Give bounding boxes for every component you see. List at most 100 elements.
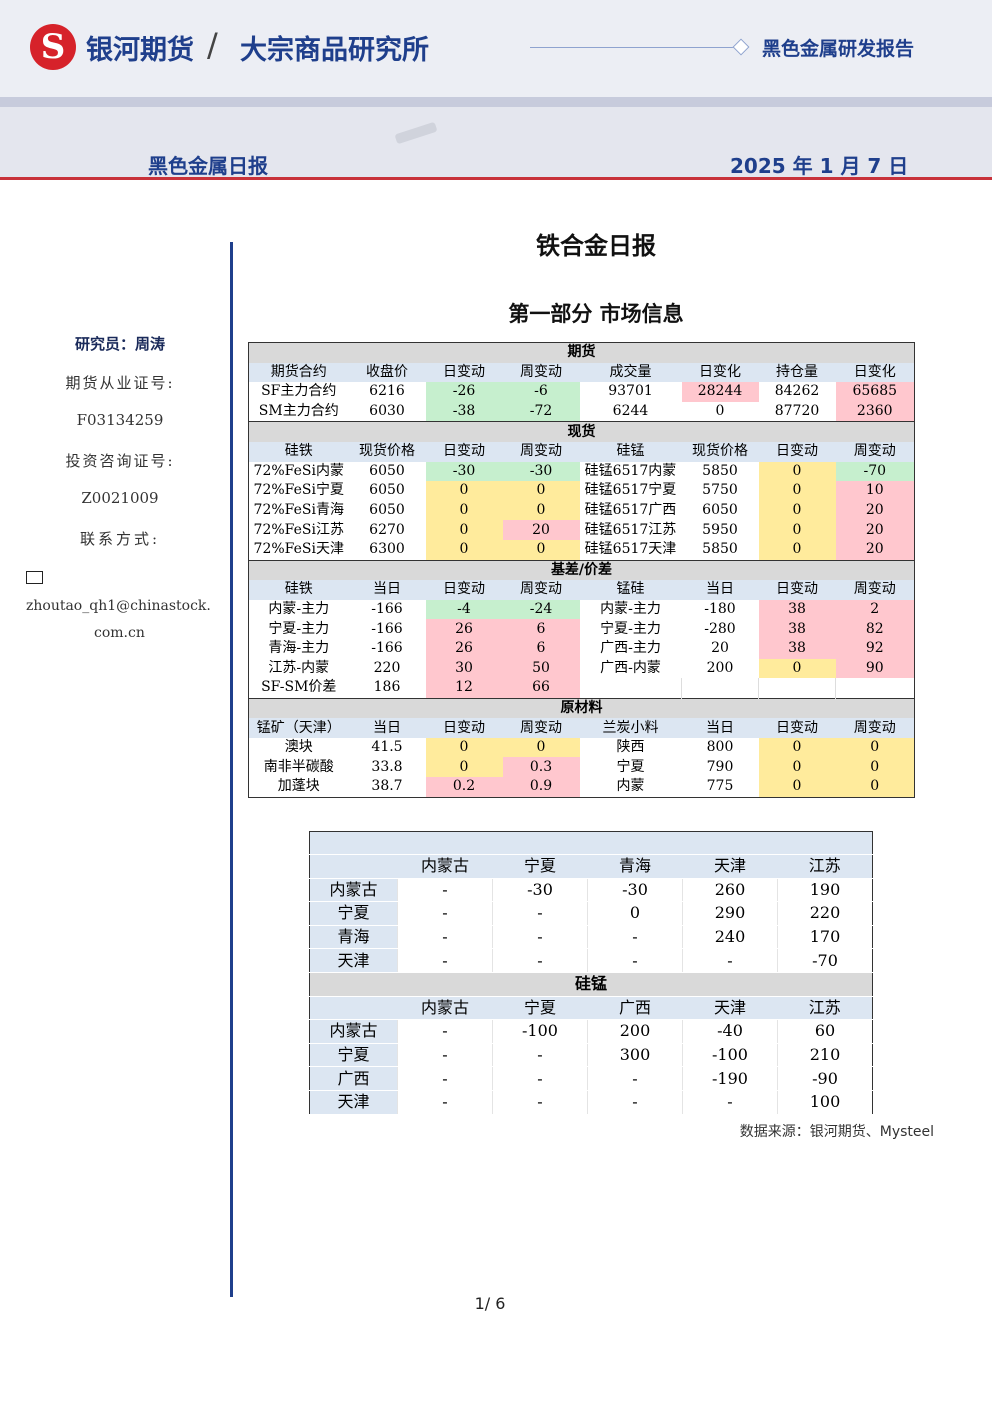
- table-cell: 290: [682, 901, 778, 926]
- column-header: 日变动: [758, 718, 836, 738]
- table-header-row: 硅铁 现货价格 日变动 周变动 硅锰 现货价格 日变动 周变动: [248, 441, 915, 462]
- table-cell: 0.3: [502, 757, 580, 778]
- page-number: 1/ 6: [474, 1294, 506, 1313]
- table-cell: 72%FeSi内蒙: [253, 462, 344, 479]
- table-cell: 0: [758, 539, 836, 561]
- table-cell: 0: [425, 737, 503, 758]
- table-cell: [835, 678, 915, 699]
- table-cell: -: [397, 1019, 493, 1044]
- table-cell: -: [397, 1090, 493, 1115]
- table-cell: 72%FeSi天津: [253, 541, 344, 558]
- section-header-simn: 硅锰: [309, 972, 873, 997]
- table-cell: -26: [425, 382, 503, 402]
- table-cell: 90: [835, 658, 915, 679]
- table-cell: -: [492, 1090, 588, 1115]
- table-cell: -70: [776, 948, 873, 973]
- email-line-2[interactable]: com.cn: [94, 625, 145, 641]
- table-cell: 0: [715, 403, 725, 420]
- report-date: 2025 年 1 月 7 日: [730, 154, 909, 178]
- column-header: 日变化: [681, 362, 759, 383]
- table-row: 内蒙-主力 -166 -4 -24 内蒙-主力 -180 38 2: [249, 599, 915, 620]
- table-header-row: 内蒙古 宁夏 广西 天津 江苏: [309, 996, 873, 1021]
- table-cell: -: [397, 1043, 493, 1068]
- table-cell: 72%FeSi江苏: [253, 521, 344, 538]
- column-header: 天津: [682, 996, 778, 1021]
- column-header: 成交量: [579, 362, 682, 383]
- table-cell: 6300: [369, 541, 405, 558]
- table-cell: 60: [776, 1019, 873, 1044]
- table-cell: 0: [758, 737, 836, 758]
- table-cell: -166: [371, 640, 403, 657]
- header-deco-line: [530, 47, 735, 48]
- table-cell: 宁夏-主力: [600, 620, 661, 637]
- column-header: 江苏: [777, 996, 873, 1021]
- column-header: 当日: [348, 718, 426, 738]
- table-cell: 66: [502, 678, 580, 699]
- section-header-spot: 现货: [248, 421, 915, 442]
- column-header: 硅铁: [248, 580, 349, 600]
- column-header: 锰硅: [579, 580, 682, 600]
- table-cell: -38: [425, 401, 503, 422]
- row-header: 广西: [309, 1066, 398, 1091]
- table-cell: 0.2: [425, 777, 503, 798]
- table-row: 天津 - - - - 100: [309, 1090, 873, 1115]
- table-cell: 江苏-内蒙: [268, 659, 330, 676]
- table-cell: -: [397, 925, 493, 950]
- header-stripe: [0, 97, 992, 107]
- table-cell: 0: [758, 777, 836, 798]
- row-header: 内蒙古: [309, 1019, 398, 1044]
- table-cell: 220: [373, 659, 401, 676]
- table-cell: -100: [682, 1043, 778, 1068]
- galaxy-logo-icon: [30, 24, 76, 70]
- header-divider: [0, 177, 992, 180]
- header-subband: [0, 107, 992, 177]
- table-cell: 84262: [774, 383, 820, 400]
- column-header: 内蒙古: [397, 854, 493, 879]
- table-row: 天津 - - - - -70: [309, 948, 873, 973]
- table-cell: 775: [706, 778, 734, 795]
- table-cell: 0: [835, 777, 915, 798]
- table-cell: -180: [704, 601, 736, 618]
- table-cell: 青海-主力: [268, 640, 330, 657]
- table-cell: 0: [758, 461, 836, 482]
- table-cell: 6050: [369, 482, 405, 499]
- table-cell: 0: [835, 737, 915, 758]
- column-header: 周变动: [502, 362, 580, 383]
- table-cell: 加蓬块: [277, 778, 320, 795]
- table-cell: 210: [776, 1043, 873, 1068]
- column-header: 收盘价: [348, 362, 426, 383]
- column-header: 周变动: [502, 580, 580, 600]
- data-source: 数据来源：银河期货、Mysteel: [739, 1124, 934, 1140]
- table-cell: 87720: [774, 403, 820, 420]
- table-row: 内蒙古 - -100 200 -40 60: [309, 1019, 873, 1044]
- column-header: [309, 854, 398, 879]
- table-cell: 93701: [608, 383, 653, 400]
- table-cell: 92: [835, 638, 915, 659]
- email-contact[interactable]: zhoutao_qh1@chinastock. com.cn: [26, 566, 226, 647]
- table-cell: -30: [492, 878, 588, 903]
- table-cell: -100: [492, 1019, 588, 1044]
- table-cell: 硅锰6517天津: [584, 541, 677, 558]
- row-header: 内蒙古: [309, 878, 398, 903]
- table-cell: 50: [502, 658, 580, 679]
- table-cell: 65685: [835, 382, 915, 402]
- table-cell: -: [492, 1066, 588, 1091]
- license-label: 期货从业证号:: [65, 374, 175, 392]
- table-cell: 5850: [702, 462, 738, 479]
- table-cell: 内蒙-主力: [268, 601, 330, 618]
- column-header: [309, 996, 398, 1021]
- table-row: 南非半碳酸 33.8 0 0.3 宁夏 790 0 0: [249, 757, 915, 778]
- column-header: 内蒙古: [397, 996, 493, 1021]
- table-cell: SF主力合约: [261, 383, 337, 400]
- column-header: 日变动: [758, 580, 836, 600]
- table-cell: 82: [835, 619, 915, 639]
- table-cell: 5950: [702, 521, 738, 538]
- table-cell: 26: [425, 638, 503, 659]
- email-line-1[interactable]: zhoutao_qh1@chinastock.: [26, 598, 211, 614]
- column-header: 日变动: [758, 441, 836, 462]
- table-cell: 宁夏-主力: [268, 620, 330, 637]
- table-cell: -: [492, 948, 588, 973]
- table-cell: 0: [425, 539, 503, 561]
- table-cell: -280: [704, 620, 736, 637]
- table-cell: -: [397, 948, 493, 973]
